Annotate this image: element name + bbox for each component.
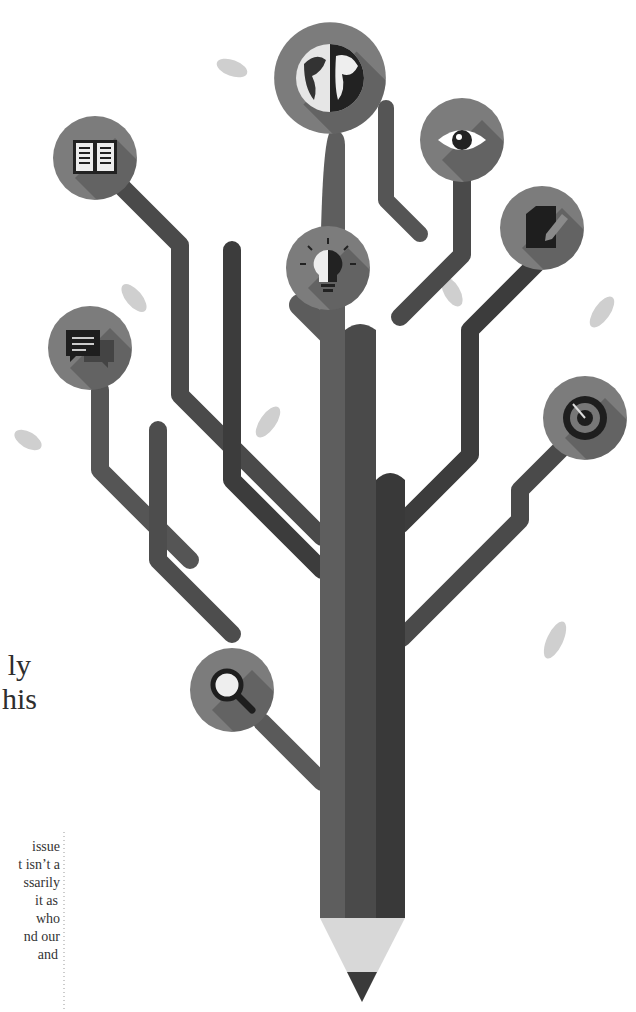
body-text-fragment: it as [35, 892, 58, 910]
book-icon [53, 116, 175, 238]
magnifier-icon [190, 648, 312, 770]
lightbulb-icon [286, 226, 408, 348]
body-text-fragment: nd our [24, 928, 60, 946]
body-text-fragment: ssarily [23, 874, 60, 892]
globe-icon [274, 22, 436, 184]
document-pen-icon [500, 186, 622, 308]
body-text-fragment: who [36, 910, 60, 928]
chat-icon [48, 306, 170, 428]
body-text-fragment: t isn’t a [18, 856, 60, 874]
heading-fragment: his [2, 682, 37, 716]
heading-fragment: ly [8, 648, 31, 682]
body-text-fragment: and [38, 946, 58, 964]
target-icon [543, 376, 636, 498]
leaves [11, 55, 619, 661]
body-text-fragment: issue [32, 838, 60, 856]
dotted-rule [64, 832, 65, 1012]
